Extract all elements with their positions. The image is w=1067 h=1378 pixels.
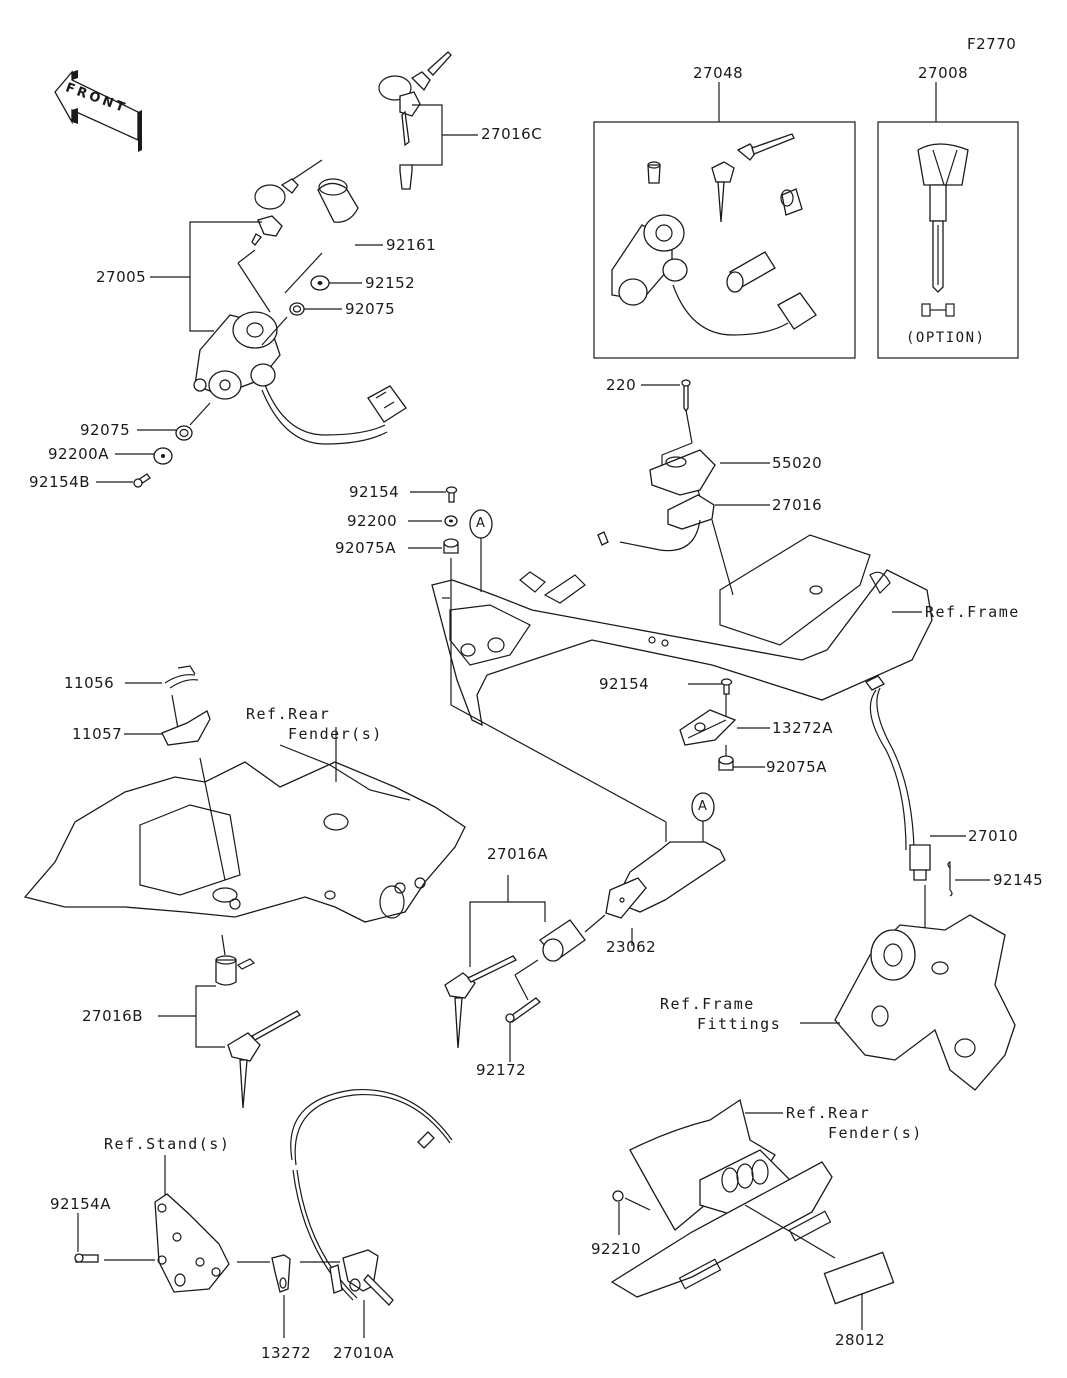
part-label-220[interactable]: 220 — [606, 376, 637, 394]
frame-mount-hardware-drawing — [408, 486, 667, 842]
lock-holder-23062-drawing — [444, 841, 726, 1062]
ref-rear-fender-label-line2[interactable]: Fender(s) — [288, 725, 383, 743]
part-label-27008[interactable]: 27008 — [918, 64, 969, 82]
part-label-27016b[interactable]: 27016B — [82, 1007, 144, 1025]
part-label-27016c[interactable]: 27016C — [481, 125, 543, 143]
ref-rear-fender-label-line1[interactable]: Ref.Rear — [246, 705, 331, 723]
connector-a-top — [469, 509, 493, 592]
key-set-27016c-drawing — [378, 51, 478, 190]
frame-fittings-drawing — [800, 914, 1016, 1091]
part-label-27005[interactable]: 27005 — [96, 268, 147, 286]
part-label-92200a[interactable]: 92200A — [48, 445, 109, 463]
ref-frame-label[interactable]: Ref.Frame — [925, 603, 1020, 621]
part-label-92075a-lower[interactable]: 92075A — [766, 758, 827, 776]
license-plate-light-drawing — [610, 1098, 895, 1330]
part-label-11056[interactable]: 11056 — [64, 674, 115, 692]
frame-drawing — [431, 534, 933, 727]
part-label-13272[interactable]: 13272 — [261, 1344, 312, 1362]
part-label-55020[interactable]: 55020 — [772, 454, 823, 472]
part-label-92154b[interactable]: 92154B — [29, 473, 91, 491]
lower-bracket-13272a-drawing — [679, 678, 770, 771]
part-label-92152[interactable]: 92152 — [365, 274, 416, 292]
part-label-92075-top[interactable]: 92075 — [345, 300, 396, 318]
connector-a-bottom-label: A — [698, 799, 708, 814]
ref-rear-fender-2-label-line1[interactable]: Ref.Rear — [786, 1104, 871, 1122]
ignition-switch-27005-drawing — [96, 159, 407, 488]
part-label-11057[interactable]: 11057 — [72, 725, 123, 743]
ref-frame-fittings-label-line1[interactable]: Ref.Frame — [660, 995, 755, 1013]
part-label-27016a[interactable]: 27016A — [487, 845, 548, 863]
part-label-92075a-upper[interactable]: 92075A — [335, 539, 396, 557]
part-label-27010a[interactable]: 27010A — [333, 1344, 394, 1362]
helmet-lock-27016b-drawing — [158, 934, 301, 1109]
part-label-92161[interactable]: 92161 — [386, 236, 437, 254]
set-27008-box — [877, 121, 1019, 359]
part-label-92145[interactable]: 92145 — [993, 871, 1044, 889]
set-27048-contents-drawing — [611, 133, 817, 336]
sidestand-parts-drawing — [74, 1088, 453, 1338]
part-label-92172[interactable]: 92172 — [476, 1061, 527, 1079]
part-label-27048[interactable]: 27048 — [693, 64, 744, 82]
part-label-92075-bottom[interactable]: 92075 — [80, 421, 131, 439]
part-label-23062[interactable]: 23062 — [606, 938, 657, 956]
seat-lock-27016-drawing — [597, 379, 770, 596]
connector-a-bottom — [691, 792, 715, 842]
lock-cover-parts-drawing — [124, 665, 211, 746]
part-label-92200[interactable]: 92200 — [347, 512, 398, 530]
part-label-92210[interactable]: 92210 — [591, 1240, 642, 1258]
part-label-92154-lower[interactable]: 92154 — [599, 675, 650, 693]
option-note: (OPTION) — [906, 330, 986, 346]
part-label-13272a[interactable]: 13272A — [772, 719, 833, 737]
optional-key-27008-drawing — [917, 143, 969, 317]
ref-rear-fender-2-label-line2[interactable]: Fender(s) — [828, 1124, 923, 1142]
set-27048-box — [593, 121, 856, 359]
part-label-27016[interactable]: 27016 — [772, 496, 823, 514]
ref-frame-fittings-label-line2[interactable]: Fittings — [697, 1015, 782, 1033]
part-label-92154a[interactable]: 92154A — [50, 1195, 111, 1213]
rear-fender-drawing — [23, 727, 466, 923]
sidestand-switch-27010-drawing — [865, 675, 990, 960]
part-label-28012[interactable]: 28012 — [835, 1331, 886, 1349]
front-direction-arrow-icon — [54, 70, 142, 152]
figure-id: F2770 — [967, 35, 1017, 53]
part-label-27010[interactable]: 27010 — [968, 827, 1019, 845]
connector-a-top-label: A — [476, 516, 486, 531]
part-label-92154-upper[interactable]: 92154 — [349, 483, 400, 501]
ref-stand-label[interactable]: Ref.Stand(s) — [104, 1135, 231, 1153]
